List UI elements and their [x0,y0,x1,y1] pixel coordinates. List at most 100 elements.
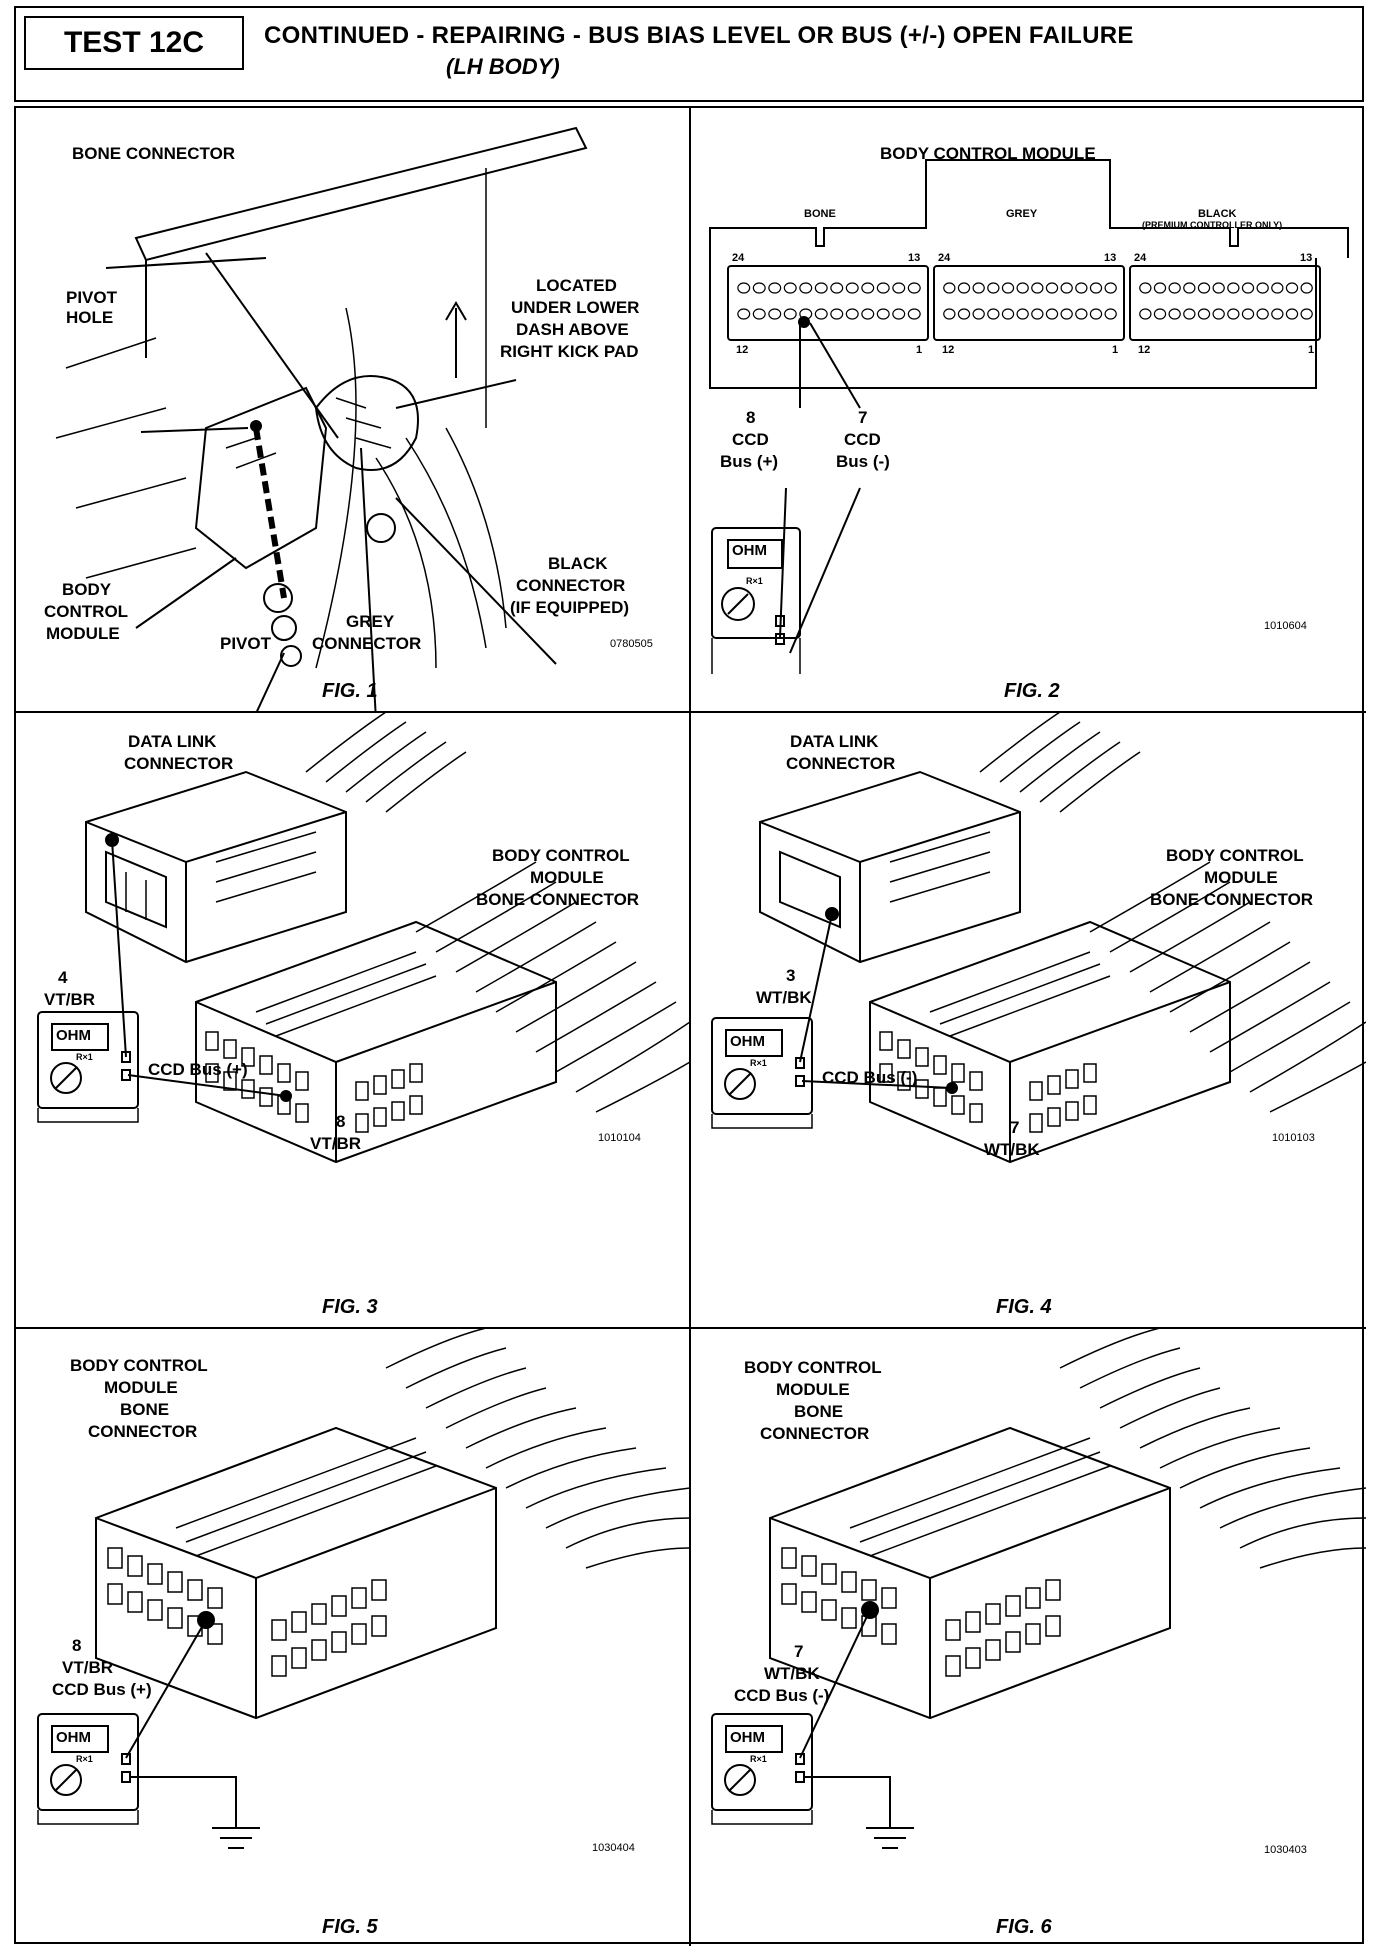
bcm-label-1: BODY CONTROL [70,1356,208,1375]
pin7-number: 7 [794,1642,804,1661]
connector-pin [1104,308,1117,320]
fig3-code: 1010104 [598,1132,641,1144]
connector-pin [830,282,844,294]
bcm-label-1: BODY CONTROL [492,846,630,865]
pivot-hole-label-1: PIVOT [66,288,118,307]
connector-pin [1241,282,1255,294]
ohm-meter-range: R×1 [76,1052,93,1062]
connector-pin [1197,282,1211,294]
ohm-meter-range: R×1 [746,576,763,586]
connector-pin [876,308,890,320]
connector-pin [861,282,875,294]
connector-pin [892,282,906,294]
pivot-label: PIVOT [220,634,272,653]
connector-pin [814,282,828,294]
ccd-bus-label: CCD Bus (-) [822,1068,918,1087]
grey-connector-label-1: GREY [346,612,395,631]
connector-pin [1075,308,1088,320]
pin8-number: 8 [746,408,756,427]
fig3-caption: FIG. 3 [322,1296,378,1318]
pin7-number: 7 [1010,1118,1020,1137]
ohm-meter-display: OHM [730,1033,765,1050]
pin8-number: 8 [72,1636,82,1655]
bcm-label-2: MODULE [104,1378,178,1397]
ohm-meter-range: R×1 [76,1754,93,1764]
connector-pin [1256,282,1269,294]
black-pin1: 1 [1308,344,1315,356]
bcm-label-1: BODY CONTROL [1166,846,1304,865]
connector-pin [861,308,875,320]
connector-pin [943,308,956,320]
fig4-caption: FIG. 4 [996,1296,1052,1318]
black-pin13: 13 [1300,252,1313,264]
ccd-bus-label: CCD Bus (-) [734,1686,830,1705]
connector-pin [1271,282,1284,294]
ccd-bus-label: CCD Bus (+) [148,1060,248,1079]
bone-label: BONE [804,208,836,220]
bcm-label-3: BONE [120,1400,170,1419]
ohm-meter-display: OHM [732,542,767,559]
connector-pin [907,282,921,294]
fig5-drawing [37,1328,690,1849]
connector-pin [1227,308,1240,320]
ohm-meter-display: OHM [56,1027,91,1044]
located-label-1: LOCATED [536,276,617,295]
black-pin24: 24 [1134,252,1147,264]
connector-pin [1060,308,1073,320]
connector-pin [1300,282,1313,294]
connector-pin [799,308,813,320]
bcm-label-1: BODY CONTROL [744,1358,882,1377]
connector-pin [1060,282,1073,294]
located-label-3: DASH ABOVE [516,320,629,339]
fig6-drawing [711,1328,1366,1849]
connector-pin [1139,308,1152,320]
bone-pin13: 13 [908,252,921,264]
pin3-number: 3 [786,966,796,985]
connector-pin [1271,308,1284,320]
connector-pin [1075,282,1088,294]
connector-pin [1089,308,1103,320]
fig5-code: 1030404 [592,1842,635,1854]
connector-pin [892,308,906,320]
connector-pin [943,282,956,294]
ohm-meter-range: R×1 [750,1754,767,1764]
black-connector-label-1: BLACK [548,554,608,573]
connector-pin [1139,282,1152,294]
bone-pin12: 12 [736,344,749,356]
grey-pin24: 24 [938,252,951,264]
bcm-label-4: CONNECTOR [760,1424,870,1443]
connector-pin [1045,308,1059,320]
dlc-label-2: CONNECTOR [124,754,234,773]
connector-pin [1285,308,1299,320]
connector-pin [957,308,971,320]
grey-pin1: 1 [1112,344,1119,356]
connector-pin [1089,282,1103,294]
connector-pin [783,282,797,294]
pin7-number: 7 [858,408,868,427]
connector-pin [987,282,1000,294]
fig2-code: 1010604 [1264,620,1307,632]
black-pin12: 12 [1138,344,1151,356]
connector-pin [1227,282,1240,294]
connector-pin [1031,308,1044,320]
pin7-wire: WT/BK [984,1140,1040,1159]
pin4-wire: VT/BR [44,990,95,1009]
bcm-label-4: CONNECTOR [88,1422,198,1441]
service-manual-page: TEST 12C CONTINUED - REPAIRING - BUS BIA… [8,0,1370,1952]
bone-connector-label: BONE CONNECTOR [72,144,236,163]
pin3-wire: WT/BK [756,988,812,1007]
pin8-bus: Bus (+) [720,452,779,471]
connector-pin [1300,308,1313,320]
connector-pin [814,308,828,320]
connector-pin [799,282,813,294]
pivot-hole-label-2: HOLE [66,308,114,327]
connector-pin [845,308,859,320]
bcm-label-2: CONTROL [44,602,129,621]
pin8-ccd: CCD [732,430,769,449]
fig6-caption: FIG. 6 [996,1916,1052,1938]
bcm-label-2: MODULE [530,868,604,887]
connector-pin [1285,282,1299,294]
bcm-label-2: MODULE [776,1380,850,1399]
grey-pin12: 12 [942,344,955,356]
bone-pin1: 1 [916,344,923,356]
